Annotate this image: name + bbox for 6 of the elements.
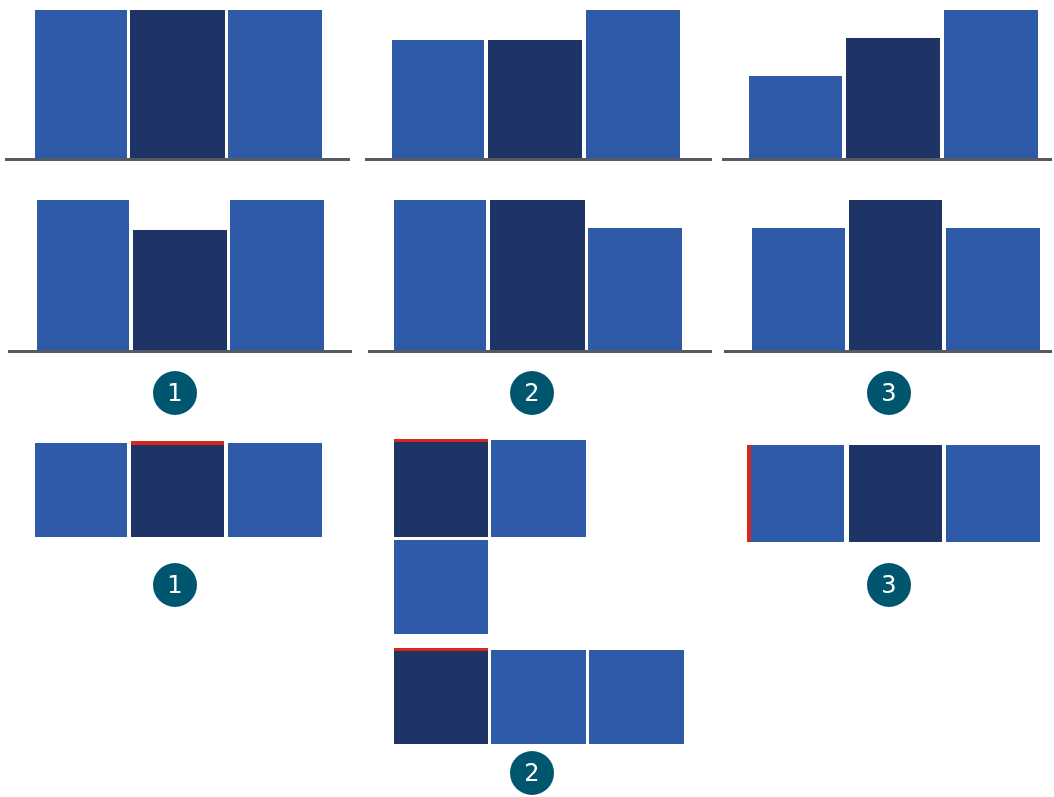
callout-number: 3 [867, 563, 911, 607]
callout-number: 1 [153, 563, 197, 607]
callout-number: 2 [510, 371, 554, 415]
callout-number: 2 [510, 751, 554, 795]
callout-number: 1 [153, 371, 197, 415]
callout-number: 3 [867, 371, 911, 415]
